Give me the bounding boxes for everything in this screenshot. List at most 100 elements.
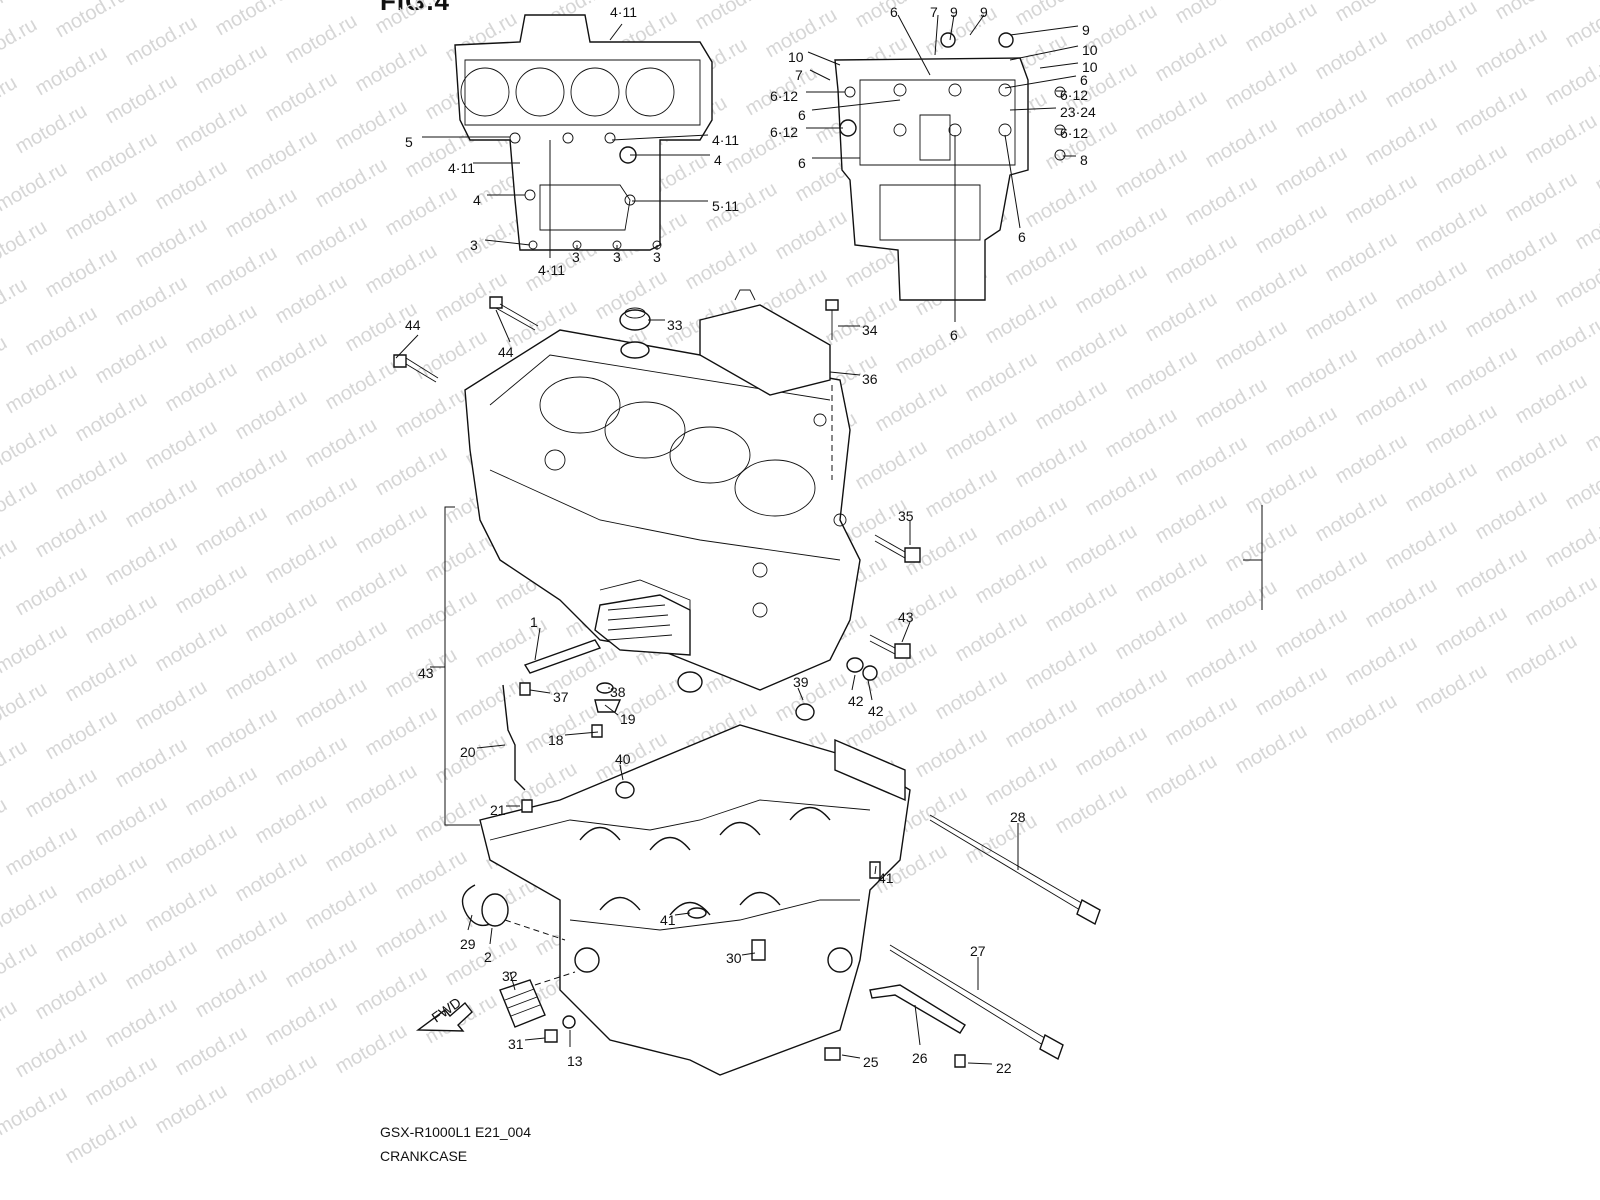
part-callout: 32 — [502, 968, 518, 984]
watermark-text: motod.ru — [772, 206, 851, 265]
watermark-text: motod.ru — [0, 476, 41, 535]
watermark-text: motod.ru — [352, 500, 431, 559]
watermark-text: motod.ru — [192, 40, 271, 99]
watermark-text: motod.ru — [1072, 722, 1151, 781]
watermark-text: motod.ru — [1312, 488, 1391, 547]
watermark-text: motod.ru — [112, 734, 191, 793]
watermark-text: motod.ru — [1502, 630, 1581, 689]
part-callout: 4·11 — [712, 132, 739, 148]
watermark-text: motod.ru — [1162, 692, 1241, 751]
part-callout: 22 — [996, 1060, 1012, 1076]
callout-leader — [467, 914, 473, 931]
watermark-text: motod.ru — [182, 300, 261, 359]
part-callout: 44 — [405, 317, 421, 333]
callout-leader — [1009, 107, 1057, 111]
part-callout: 27 — [970, 943, 986, 959]
part-callout: 3 — [470, 237, 478, 253]
part-callout: 25 — [863, 1054, 879, 1070]
callout-leader — [611, 134, 709, 141]
callout-leader — [797, 687, 804, 701]
watermark-text: motod.ru — [932, 666, 1011, 725]
watermark-text: motod.ru — [1202, 114, 1281, 173]
watermark-text: motod.ru — [302, 876, 381, 935]
callout-leader — [619, 764, 624, 781]
watermark-text: motod.ru — [1112, 606, 1191, 665]
callout-leader — [1004, 134, 1021, 229]
watermark-text: motod.ru — [22, 302, 101, 361]
watermark-text: motod.ru — [392, 846, 471, 905]
watermark-text: motod.ru — [122, 936, 201, 995]
part-callout: 38 — [610, 684, 626, 700]
watermark-text: motod.ru — [222, 646, 301, 705]
watermark-text: motod.ru — [0, 274, 31, 333]
watermark-text: motod.ru — [1132, 86, 1211, 145]
watermark-text: motod.ru — [1232, 720, 1311, 779]
watermark-text: motod.ru — [982, 752, 1061, 811]
watermark-text: motod.ru — [892, 320, 971, 379]
watermark-text: motod.ru — [52, 908, 131, 967]
watermark-text: motod.ru — [212, 444, 291, 503]
watermark-text: motod.ru — [172, 560, 251, 619]
watermark-text: motod.ru — [102, 994, 181, 1053]
watermark-text: motod.ru — [1472, 486, 1551, 545]
watermark-text: motod.ru — [242, 1050, 321, 1109]
watermark-text: motod.ru — [32, 966, 111, 1025]
part-callout: 9 — [1082, 22, 1090, 38]
watermark-text: motod.ru — [202, 704, 281, 763]
watermark-text: motod.ru — [962, 810, 1041, 869]
part-callout: 28 — [1010, 809, 1026, 825]
watermark-text: motod.ru — [172, 98, 251, 157]
watermark-text: motod.ru — [1362, 112, 1441, 171]
watermark-text: motod.ru — [312, 154, 391, 213]
part-callout: 18 — [548, 732, 564, 748]
part-callout: 3 — [653, 249, 661, 265]
watermark-text: motod.ru — [52, 0, 131, 42]
watermark-text: motod.ru — [0, 418, 61, 477]
watermark-text: motod.ru — [1572, 196, 1600, 255]
callout-leader — [604, 704, 619, 716]
watermark-text: motod.ru — [352, 962, 431, 1021]
watermark-text: motod.ru — [252, 328, 331, 387]
watermark-text: motod.ru — [312, 616, 391, 675]
watermark-text: motod.ru — [1332, 0, 1411, 26]
watermark-text: motod.ru — [1342, 170, 1421, 229]
part-callout: 5 — [405, 134, 413, 150]
watermark-text: motod.ru — [1282, 344, 1361, 403]
watermark-text: motod.ru — [412, 326, 491, 385]
part-callout: 8 — [1080, 152, 1088, 168]
watermark-text: motod.ru — [152, 1080, 231, 1139]
part-callout: 21 — [490, 802, 506, 818]
watermark-text: motod.ru — [1492, 0, 1571, 24]
watermark-text: motod.ru — [1562, 456, 1600, 515]
watermark-text: motod.ru — [1472, 24, 1551, 83]
callout-leader — [524, 1037, 546, 1041]
watermark-text: motod.ru — [342, 760, 421, 819]
callout-leader — [509, 971, 516, 991]
watermark-text: motod.ru — [522, 700, 601, 759]
part-callout: 10 — [788, 49, 804, 65]
part-callout: 7 — [795, 67, 803, 83]
part-callout: 3 — [572, 249, 580, 265]
watermark-text: motod.ru — [132, 676, 211, 735]
watermark-text: motod.ru — [1152, 490, 1231, 549]
watermark-text: motod.ru — [262, 68, 341, 127]
watermark-text: motod.ru — [0, 72, 21, 131]
watermark-text: motod.ru — [942, 406, 1021, 465]
part-callout: 43 — [418, 665, 434, 681]
part-callout: 31 — [508, 1036, 524, 1052]
watermark-text: motod.ru — [102, 70, 181, 129]
watermark-text: motod.ru — [302, 414, 381, 473]
watermark-text: motod.ru — [1362, 574, 1441, 633]
part-callout: 6·12 — [1060, 125, 1088, 141]
watermark-text: motod.ru — [0, 736, 31, 795]
watermark-text: motod.ru — [0, 14, 41, 73]
watermark-text: motod.ru — [962, 348, 1041, 407]
watermark-text: motod.ru — [1582, 398, 1600, 457]
watermark-text: motod.ru — [952, 608, 1031, 667]
watermark-text: motod.ru — [1252, 662, 1331, 721]
part-callout: 4·11 — [538, 262, 565, 278]
watermark-text: motod.ru — [1292, 84, 1371, 143]
watermark-text: motod.ru — [1102, 404, 1181, 463]
watermark-text: motod.ru — [262, 992, 341, 1051]
watermark-text: motod.ru — [1402, 0, 1481, 54]
